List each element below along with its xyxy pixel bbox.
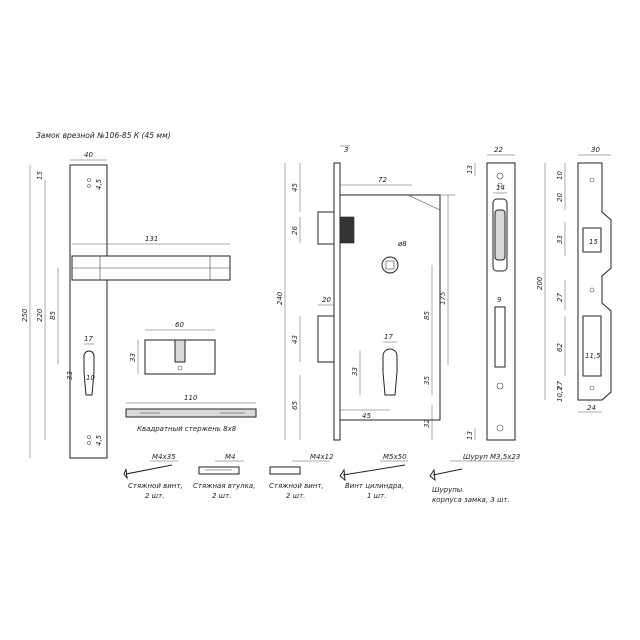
- fastener-4-caption: Винт цилиндра, 1 шт.: [345, 482, 406, 500]
- plate-85-label: 85: [49, 311, 57, 320]
- handle-plate-view: 40 131 250 220 85 15 4,5 4,5 17 33 10: [21, 151, 231, 459]
- lock-thickness-label: 3: [344, 146, 348, 154]
- lock-65-label: 65: [291, 401, 299, 410]
- plate-hole-bottom-label: 4,5: [95, 434, 103, 446]
- lock-height-label: 240: [276, 291, 284, 305]
- drawing-title: Замок врезной №106-85 К (45 мм): [36, 131, 171, 140]
- strike-15-label: 15: [589, 238, 598, 246]
- plate-10-label: 10: [86, 374, 95, 382]
- lock-43-label: 43: [291, 335, 299, 344]
- fastener-3-caption: Стяжной винт, 2 шт.: [269, 482, 326, 500]
- faceplate-13a-label: 13: [466, 165, 474, 174]
- plate-15-label: 15: [36, 171, 44, 180]
- square-bar-caption: Квадратный стержень 8х8: [137, 425, 237, 433]
- plate-hole-top-label: 4,5: [95, 178, 103, 190]
- strike-10-7-label: 10,7: [556, 386, 564, 402]
- fastener-3-size: М4х12: [310, 453, 334, 461]
- plate-width-label: 40: [84, 151, 93, 159]
- lock-85-label: 85: [423, 311, 431, 320]
- lock-35-label: 35: [423, 376, 431, 385]
- plate-height-label: 250: [21, 308, 29, 322]
- lock-spindle-label: ø8: [397, 240, 407, 248]
- strike-plate-view: 30 200 10 20 33 15 27 62 11,5 27 10,7 24: [536, 146, 612, 413]
- fastener-1-size: М4х35: [152, 453, 176, 461]
- strike-height-label: 200: [536, 276, 544, 290]
- fastener-1-caption: Стяжной винт, 2 шт.: [128, 482, 185, 500]
- lock-26-label: 26: [291, 226, 299, 235]
- lock-body-view: 3 72 240 45 26 20 43 65 ø8 175 85 17 33 …: [276, 145, 455, 441]
- faceplate-14-label: 14: [496, 184, 505, 192]
- lock-20-label: 20: [322, 296, 331, 304]
- fastener-screw-m5x50: М5х50 Винт цилиндра, 1 шт.: [339, 453, 408, 500]
- cylinder-length-label: 60: [175, 321, 184, 329]
- plate-17-label: 17: [84, 335, 93, 343]
- lock-width-label: 72: [378, 176, 387, 184]
- fastener-2-caption: Стяжная втулка, 2 шт.: [193, 482, 258, 500]
- strike-33-label: 33: [556, 235, 564, 244]
- plate-33-label: 33: [66, 371, 74, 380]
- square-bar-length-label: 110: [184, 394, 198, 402]
- fastener-screw-m4x35: М4х35 Стяжной винт, 2 шт.: [123, 453, 185, 500]
- faceplate-9-label: 9: [497, 296, 502, 304]
- fastener-2-size: М4: [225, 453, 236, 461]
- strike-11-5-label: 11,5: [585, 352, 601, 360]
- fastener-4-size: М5х50: [383, 453, 407, 461]
- strike-27b-label: 27: [556, 381, 564, 390]
- strike-27-label: 27: [556, 293, 564, 302]
- fastener-5-size: Шуруп М3,5х23: [463, 453, 520, 461]
- strike-62-label: 62: [556, 343, 564, 352]
- strike-width-label: 30: [591, 146, 600, 154]
- strike-24-label: 24: [587, 404, 596, 412]
- lock-32-label: 32: [423, 419, 431, 428]
- fastener-screw-m4x12: М4х12 Стяжной винт, 2 шт.: [269, 453, 334, 500]
- faceplate-width-label: 22: [494, 146, 503, 154]
- lock-17-label: 17: [384, 333, 393, 341]
- fastener-5-caption: Шурупы корпуса замка, 3 шт.: [432, 486, 510, 504]
- lock-175-label: 175: [439, 291, 447, 305]
- lock-backset-label: 45: [362, 412, 371, 420]
- lever-length-label: 131: [145, 235, 158, 243]
- lock-45a-label: 45: [291, 183, 299, 192]
- strike-10-label: 10: [556, 171, 564, 180]
- lock-33-label: 33: [351, 367, 359, 376]
- fastener-screw-m3-5x23: Шуруп М3,5х23 Шурупы корпуса замка, 3 шт…: [429, 453, 520, 504]
- cylinder-height-label: 33: [129, 353, 137, 362]
- faceplate-13b-label: 13: [466, 431, 474, 440]
- plate-220-label: 220: [36, 308, 44, 322]
- square-bar-view: 110 Квадратный стержень 8х8: [125, 394, 257, 433]
- faceplate-view: 22 14 9 13 13: [466, 146, 516, 441]
- cylinder-view: 60 33: [129, 321, 216, 375]
- strike-20-label: 20: [556, 193, 564, 202]
- fastener-sleeve-m4: М4 Стяжная втулка, 2 шт.: [193, 453, 258, 500]
